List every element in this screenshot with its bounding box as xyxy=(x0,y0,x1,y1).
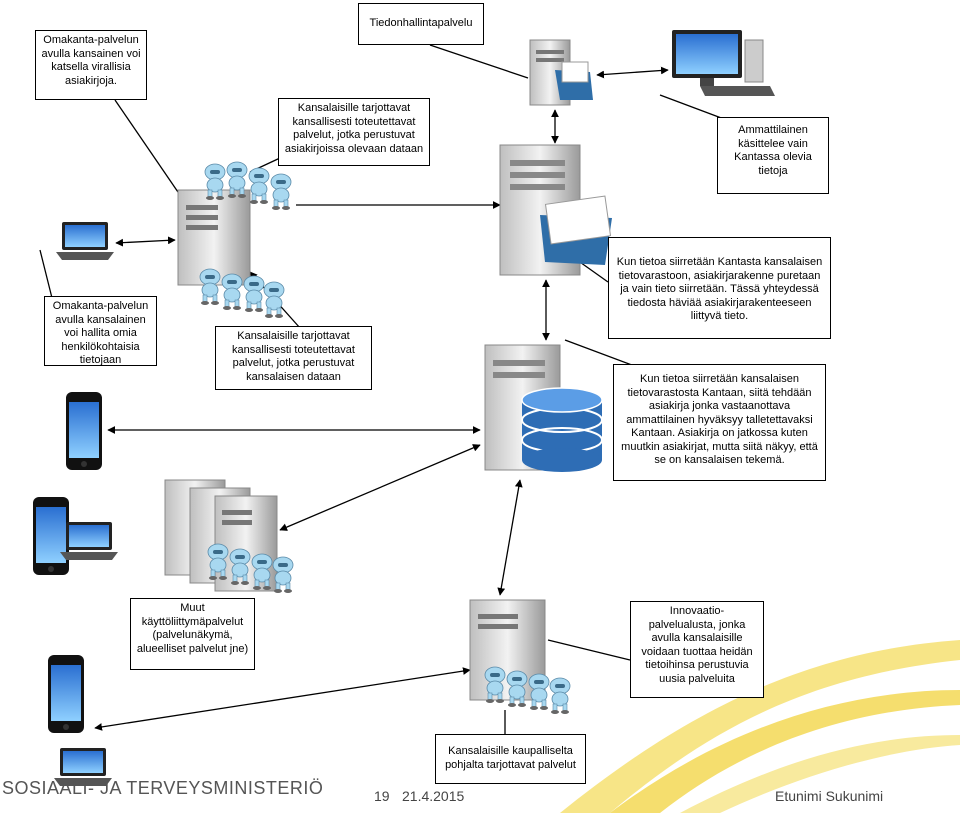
robot-icon xyxy=(270,173,292,211)
desktop-computer-icon xyxy=(672,30,775,96)
phone-icon xyxy=(66,392,102,470)
professional-handles-box: Ammattilainen käsittelee vain Kantassa o… xyxy=(717,117,829,194)
citizen-manage-box: Omakanta-palvelun avulla kansalainen voi… xyxy=(44,296,157,366)
connector-line xyxy=(429,44,529,79)
server-icon xyxy=(529,39,593,106)
record-service-box: Tiedonhallintapalvelu xyxy=(358,3,484,45)
connector-arrow xyxy=(115,236,176,247)
phone-icon xyxy=(33,497,69,575)
robot-icon xyxy=(199,268,221,306)
citizen-data-store-icon xyxy=(484,344,603,472)
other-ui-services-box: Muut käyttöliittymäpalvelut (palvelunäky… xyxy=(130,598,255,670)
connector-line xyxy=(547,639,631,661)
connector-arrow xyxy=(94,667,471,731)
connector-arrow xyxy=(279,444,481,531)
phone-icon xyxy=(48,655,84,733)
connector-line xyxy=(114,99,181,196)
connector-arrow xyxy=(596,66,669,79)
robot-icon xyxy=(272,556,294,594)
ministry-logo: SOSIAALI- JA TERVEYSMINISTERIÖ xyxy=(2,778,324,798)
connector-arrow xyxy=(497,479,523,596)
robot-icon xyxy=(506,670,528,708)
national-services-citizen-box: Kansalaisille tarjottavat kansallisesti … xyxy=(215,326,372,390)
kanta-server-icon xyxy=(499,144,612,276)
page-number: 19 xyxy=(374,788,390,804)
robot-icon xyxy=(243,275,265,313)
transfer-from-kanta-box: Kun tietoa siirretään Kantasta kansalais… xyxy=(608,237,831,339)
robot-icon xyxy=(248,167,270,205)
robot-icon xyxy=(528,673,550,711)
national-services-server-icon xyxy=(177,189,251,286)
innovation-server-icon xyxy=(469,599,546,701)
national-services-docs-box: Kansalaisille tarjottavat kansallisesti … xyxy=(278,98,430,166)
innovation-platform-box: Innovaatio- palvelualusta, jonka avulla … xyxy=(630,601,764,698)
robot-icon xyxy=(221,273,243,311)
robot-icon xyxy=(549,677,571,715)
laptop-icon xyxy=(60,522,118,560)
citizen-view-box: Omakanta-palvelun avulla kansainen voi k… xyxy=(35,30,147,100)
transfer-to-kanta-box: Kun tietoa siirretään kansalaisen tietov… xyxy=(613,364,826,481)
robot-icon xyxy=(263,281,285,319)
footer-author: Etunimi Sukunimi xyxy=(775,788,884,804)
footer-date: 21.4.2015 xyxy=(402,788,465,804)
commercial-services-box: Kansalaisille kaupalliselta pohjalta tar… xyxy=(435,734,586,784)
laptop-icon xyxy=(56,222,114,260)
connector-line xyxy=(39,249,53,299)
connector-line xyxy=(564,339,641,369)
